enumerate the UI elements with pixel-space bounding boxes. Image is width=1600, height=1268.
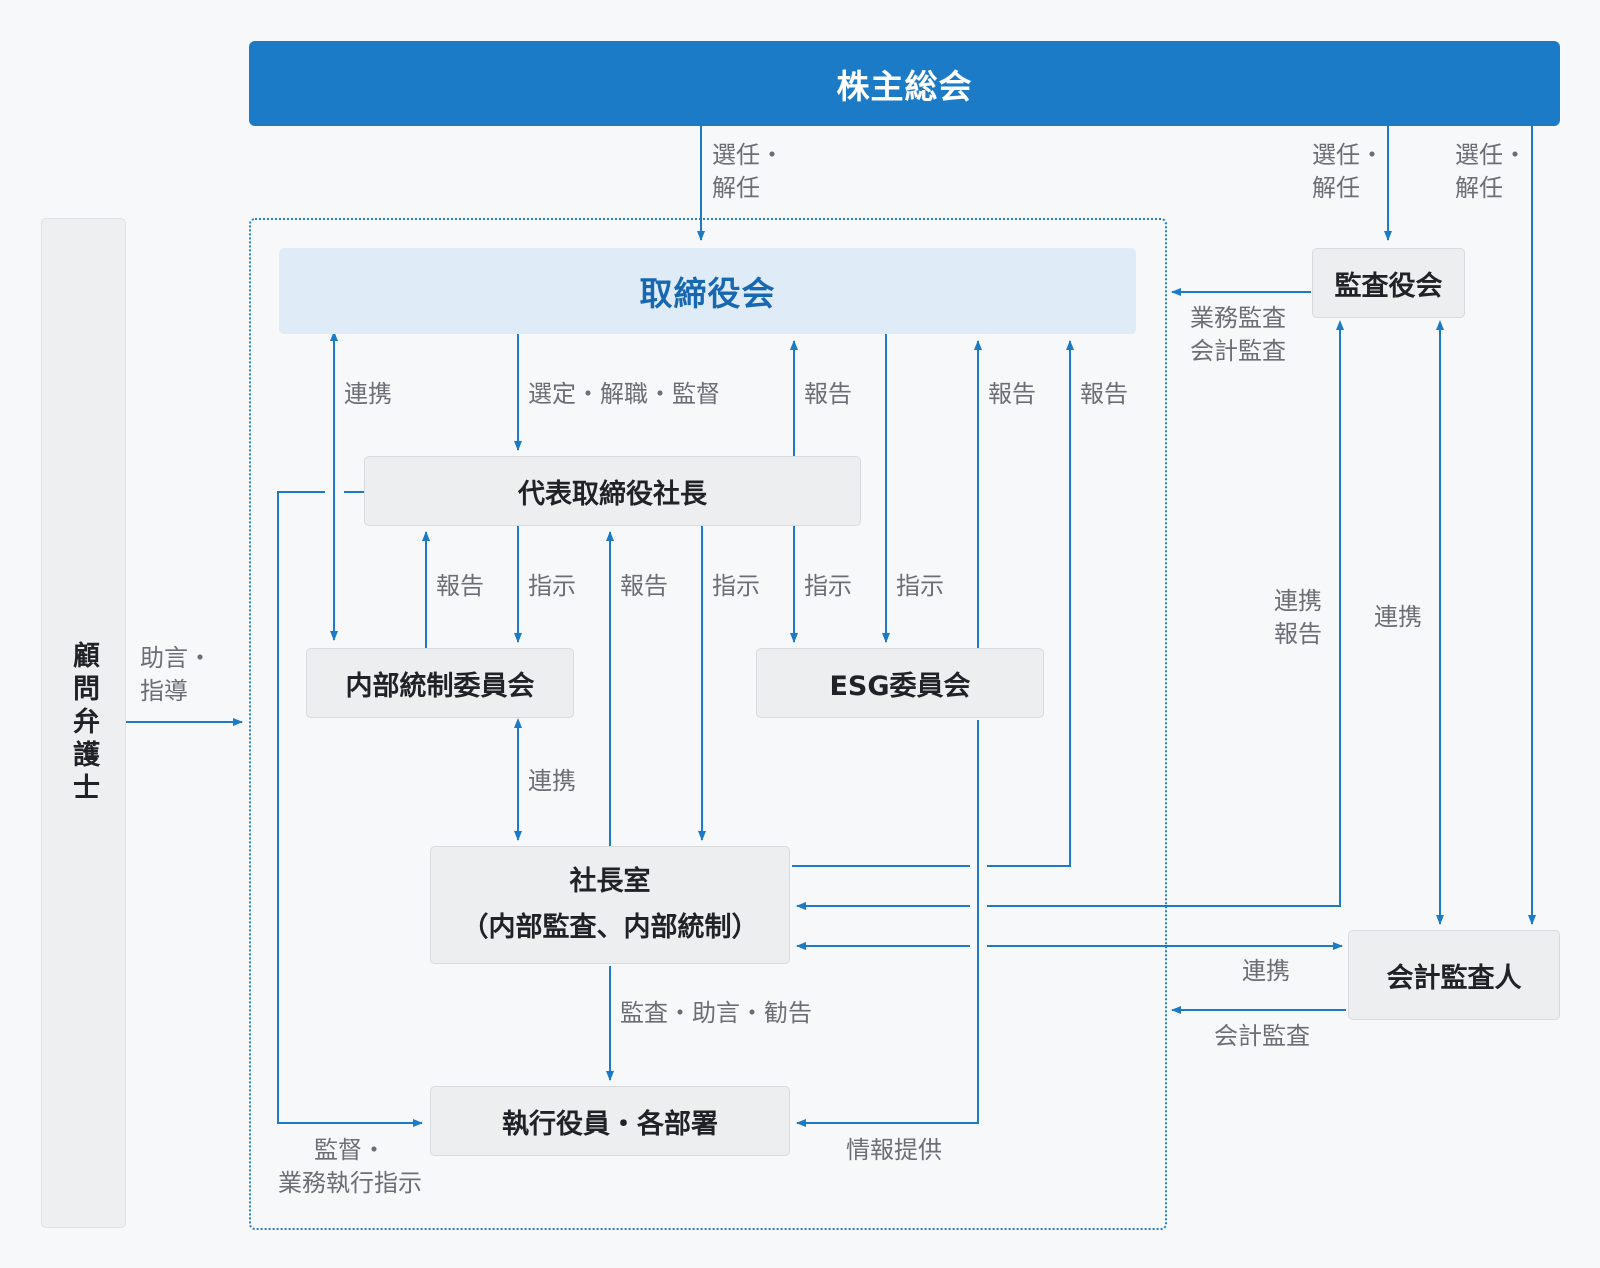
label-advisor-advice: 助言・ 指導: [140, 644, 212, 705]
president-office-subtitle: （内部監査、内部統制）: [461, 912, 759, 943]
label-report-esg: 報告: [988, 380, 1036, 408]
label-report-office: 報告: [1080, 380, 1128, 408]
board-of-directors-box: 取締役会: [279, 248, 1136, 334]
label-elect-accounting: 選任・ 解任: [1455, 141, 1527, 202]
label-esg-instruct-board: 指示: [896, 572, 944, 600]
label-info-provide: 情報提供: [846, 1136, 942, 1164]
label-supervise-exec: 監督・ 業務執行指示: [278, 1136, 422, 1197]
label-business-audit: 業務監査 会計監査: [1190, 304, 1286, 365]
esg-committee-box: ESG委員会: [756, 648, 1044, 718]
label-elect-auditors: 選任・ 解任: [1312, 141, 1384, 202]
label-coop-auditors-accounting: 連携: [1374, 603, 1422, 631]
label-accounting-audit: 会計監査: [1214, 1022, 1310, 1050]
label-ic-instruct: 指示: [528, 572, 576, 600]
label-coop-report-auditors: 連携 報告: [1274, 587, 1322, 648]
arrow-esg-exec: [796, 720, 979, 1127]
arrow-auditors-office: [987, 320, 1344, 907]
label-report-president: 報告: [804, 380, 852, 408]
shareholders-meeting-box: 株主総会: [249, 41, 1560, 126]
label-office-instruct: 指示: [712, 572, 760, 600]
label-coop-ic-office: 連携: [528, 767, 576, 795]
label-audit-advice: 監査・助言・勧告: [620, 999, 812, 1027]
arrow-office-board: [987, 340, 1074, 867]
label-coop-accounting: 連携: [1242, 957, 1290, 985]
board-group-frame: [249, 218, 1167, 1230]
president-office-box: 社長室 （内部監査、内部統制）: [430, 846, 790, 964]
label-elect-board: 選任・ 解任: [712, 141, 784, 202]
legal-advisor-box: 顧問弁護士: [41, 218, 126, 1228]
label-select-supervise: 選定・解職・監督: [528, 380, 720, 408]
label-ic-report: 報告: [436, 572, 484, 600]
president-office-title: 社長室: [569, 866, 651, 897]
label-office-report: 報告: [620, 572, 668, 600]
label-coop-board-ic: 連携: [344, 380, 392, 408]
audit-board-box: 監査役会: [1312, 248, 1465, 318]
label-esg-instruct-president: 指示: [804, 572, 852, 600]
internal-control-committee-box: 内部統制委員会: [306, 648, 574, 718]
accounting-auditor-box: 会計監査人: [1348, 930, 1560, 1020]
legal-advisor-label: 顧問弁護士: [68, 640, 99, 806]
executives-departments-box: 執行役員・各部署: [430, 1086, 790, 1156]
president-box: 代表取締役社長: [364, 456, 861, 526]
arrow-president-exec: [277, 491, 423, 1127]
